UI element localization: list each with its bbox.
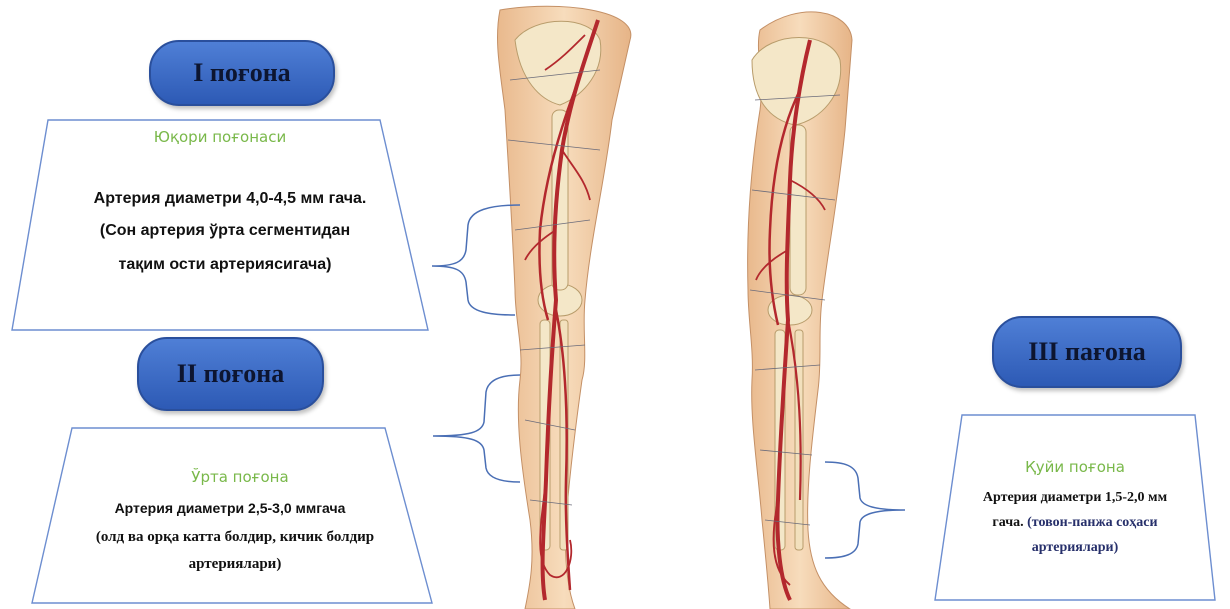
tier1-title: Юқори поғонаси (120, 128, 320, 146)
tier2-line3: артериялари) (40, 556, 430, 573)
tier2-badge: II поғона (137, 337, 324, 411)
tier2-badge-label: II поғона (177, 359, 285, 389)
bracket-upper (432, 205, 520, 315)
bracket-middle (433, 375, 520, 482)
back-leg (748, 12, 852, 609)
tier3-line2: гача. (товон-панжа соҳаси (945, 515, 1205, 531)
tier3-badge: III пағона (992, 316, 1182, 388)
tier1-badge: I поғона (149, 40, 335, 106)
tier3-line2-highlight: (товон-панжа соҳаси (1027, 515, 1157, 530)
tier2-line2: (олд ва орқа катта болдир, кичик болдир (40, 529, 430, 546)
tier3-line1: Артерия диаметри 1,5-2,0 мм (945, 490, 1205, 506)
tier3-badge-label: III пағона (1028, 337, 1146, 367)
front-leg (497, 6, 630, 609)
tier1-line3: тақим ости артериясигача) (40, 256, 410, 274)
tier2-title: Ўрта поғона (140, 468, 340, 486)
tier1-line1: Артерия диаметри 4,0-4,5 мм гача. (40, 190, 420, 208)
panel-lower (935, 415, 1215, 600)
tier3-line2-prefix: гача. (992, 515, 1027, 530)
tier2-line1: Артерия диаметри 2,5-3,0 ммгача (60, 500, 400, 516)
bracket-lower (825, 462, 905, 558)
tier1-badge-label: I поғона (193, 58, 290, 88)
tier3-title: Қуйи поғона (975, 458, 1175, 476)
tier1-line2: (Сон артерия ўрта сегментидан (40, 222, 410, 240)
tier3-line3: артериялари) (945, 540, 1205, 556)
